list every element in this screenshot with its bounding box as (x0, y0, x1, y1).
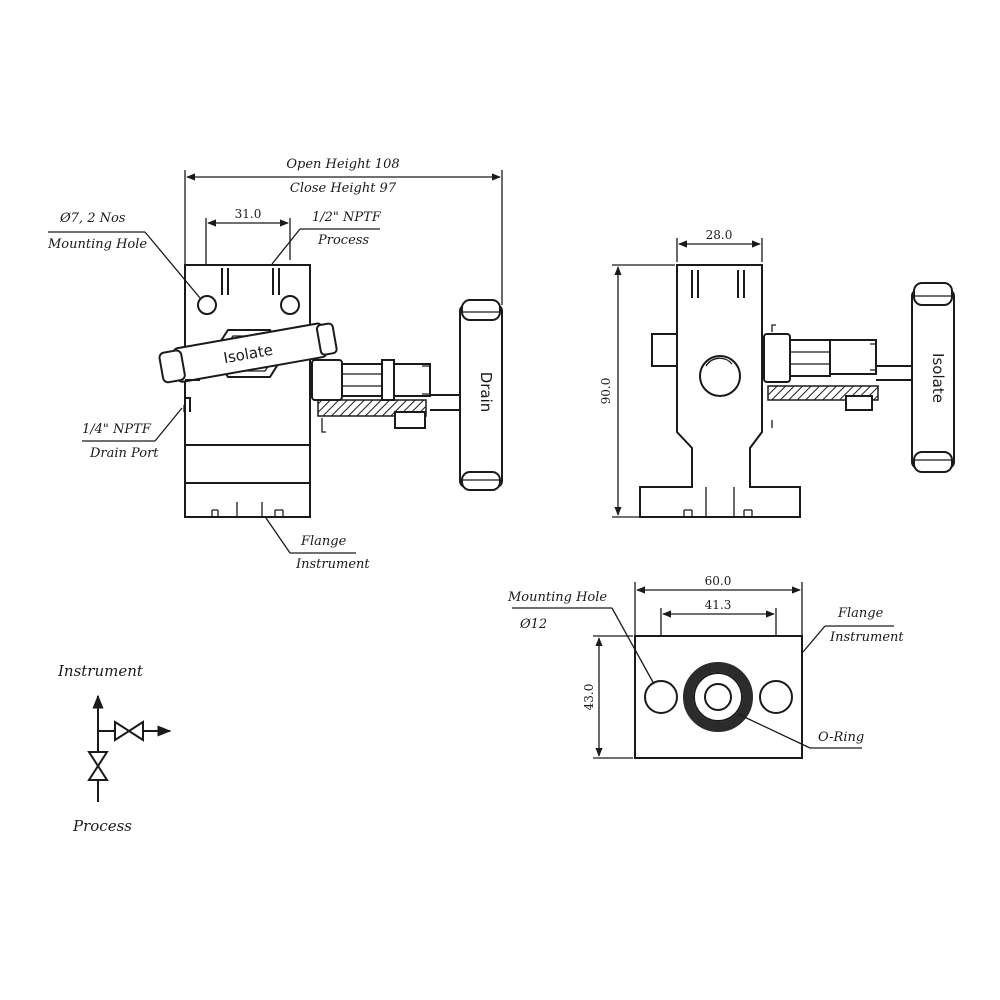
oring (683, 662, 753, 732)
drain-label: Drain (477, 372, 495, 413)
side-port (699, 355, 741, 397)
open-height-label: Open Height 108 (286, 157, 399, 172)
process-label: Process (317, 233, 369, 248)
side-boss (651, 333, 678, 367)
side-width-label: 28.0 (706, 228, 733, 242)
oring-callout: O-Ring (737, 713, 864, 749)
flange-mounting-hole-callout: Mounting Hole Ø12 (507, 590, 655, 685)
schematic-isolate-valve-top (87, 751, 109, 768)
side-height-dimension: 90.0 (599, 264, 675, 518)
flange-hole-size-label: Ø12 (519, 617, 547, 632)
front-view: Open Height 108 Close Height 97 31.0 (47, 157, 503, 572)
hole-spacing-label: 31.0 (235, 207, 262, 221)
valve-schematic: Instrument Process (57, 662, 172, 835)
mounting-hole-label: Mounting Hole (47, 237, 147, 252)
isolate-handle: Isolate (158, 322, 338, 384)
side-view: 28.0 90.0 (599, 228, 955, 518)
flange-instrument-callout: Flange Instrument (802, 606, 904, 653)
flange-height-dimension: 43.0 (582, 635, 633, 759)
flange-hole-spacing-label: 41.3 (705, 598, 732, 612)
flange-view: 60.0 41.3 43.0 Mounting Hole Ø12 (507, 574, 904, 759)
side-stem (763, 324, 914, 428)
open-height-dimension: Open Height 108 Close Height 97 (184, 157, 503, 305)
schematic-drain-valve-left (114, 720, 131, 742)
instrument-label: Instrument (295, 557, 370, 572)
flange-hole-right (759, 680, 793, 714)
side-height-label: 90.0 (599, 378, 613, 405)
flange-bore-inner (704, 683, 732, 711)
schematic-instrument-label: Instrument (57, 662, 144, 680)
mounting-hole-left (197, 295, 217, 315)
flange-flange-label: Flange (837, 606, 884, 621)
oring-label: O-Ring (818, 730, 864, 745)
flange-label: Flange (300, 534, 347, 549)
drain-handle: Drain (459, 299, 503, 491)
flange-callout: Flange Instrument (265, 517, 370, 572)
drain-stem (311, 359, 462, 433)
drain-port-callout: 1/4" NPTF Drain Port (82, 407, 183, 461)
flange-hole-left (644, 680, 678, 714)
schematic-process-label: Process (72, 817, 132, 835)
side-isolate-label: Isolate (929, 353, 947, 403)
flange-mounting-hole-label: Mounting Hole (507, 590, 607, 605)
process-callout: 1/2" NPTF Process (271, 210, 382, 265)
drain-port-label: Drain Port (89, 446, 159, 461)
flange-width-label: 60.0 (705, 574, 732, 588)
mounting-hole-right (280, 295, 300, 315)
hole-spacing-dimension: 31.0 (205, 207, 291, 300)
schematic-drain-valve-right (127, 720, 144, 742)
flange-width-dimension: 60.0 (634, 574, 803, 635)
schematic-isolate-valve-bottom (87, 764, 109, 781)
flange-instrument-label: Instrument (829, 630, 904, 645)
drain-thread-label: 1/4" NPTF (82, 422, 152, 437)
mounting-hole-size-label: Ø7, 2 Nos (59, 211, 126, 226)
close-height-label: Close Height 97 (290, 181, 397, 196)
side-isolate-handle: Isolate (911, 282, 955, 473)
mounting-hole-callout: Ø7, 2 Nos Mounting Hole (47, 211, 201, 299)
flange-height-label: 43.0 (582, 684, 596, 711)
process-thread-label: 1/2" NPTF (312, 210, 382, 225)
side-width-dimension: 28.0 (676, 228, 763, 262)
